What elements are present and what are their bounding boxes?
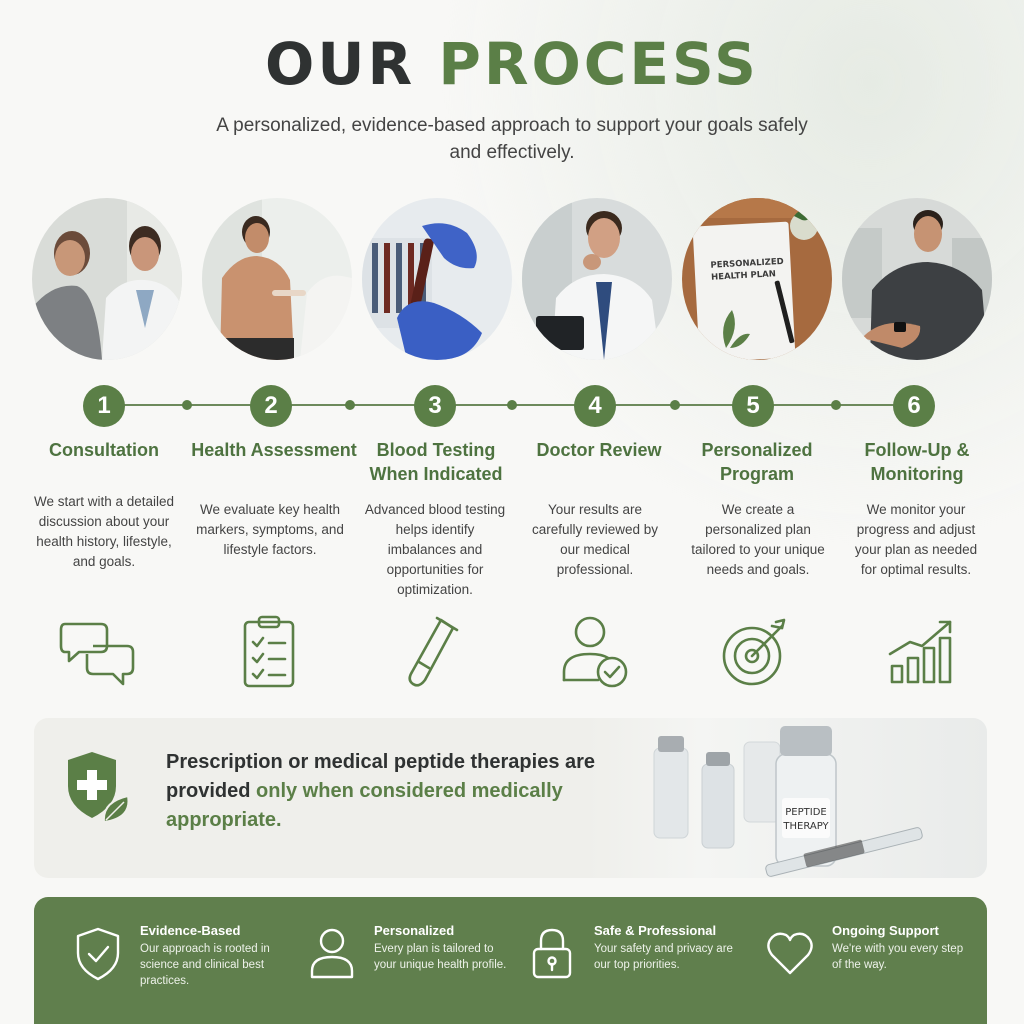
step-title-follow-up: Follow-Up & Monitoring (864, 440, 970, 484)
health-plan-photo: PERSONALIZED HEALTH PLAN (682, 198, 832, 360)
vial-label-line-2: THERAPY (782, 821, 829, 832)
svg-text:PERSONALIZED: PERSONALIZED (710, 257, 784, 271)
step-number-3: 3 (414, 385, 456, 427)
doctor-consultation-photo (32, 198, 182, 360)
feature-safe-professional: Safe & Professional Your safety and priv… (526, 919, 746, 999)
feature-description: Your safety and privacy are our top prio… (594, 943, 733, 971)
lock-icon (526, 925, 578, 981)
notice-text: Prescription or medical peptide therapie… (166, 748, 606, 835)
timeline-dot (831, 400, 841, 410)
feature-title: Evidence-Based (140, 923, 241, 938)
step-number-4: 4 (574, 385, 616, 427)
step-title-doctor-review: Doctor Review (536, 440, 662, 460)
step-title-blood-testing: Blood Testing When Indicated (369, 440, 503, 484)
step-number-5: 5 (732, 385, 774, 427)
vial-label-line-1: PEPTIDE (785, 807, 826, 818)
target-arrow-icon (718, 614, 798, 690)
title-part-2: PROCESS (438, 30, 759, 98)
chat-bubbles-icon (57, 614, 137, 690)
growth-chart-icon (880, 614, 960, 690)
person-icon (306, 925, 358, 981)
page-subtitle: A personalized, evidence-based approach … (216, 115, 808, 163)
feature-personalized: Personalized Every plan is tailored to y… (306, 919, 526, 999)
svg-text:HEALTH PLAN: HEALTH PLAN (711, 269, 776, 282)
step-description: We monitor your progress and adjust your… (854, 502, 978, 577)
notice-text-highlight: only when considered medically appropria… (166, 780, 563, 831)
feature-evidence-based: Evidence-Based Our approach is rooted in… (72, 919, 292, 999)
blood-testing-photo (362, 198, 512, 360)
clipboard-checklist-icon (229, 614, 309, 690)
step-title-consultation: Consultation (49, 440, 159, 460)
timeline-dot (670, 400, 680, 410)
feature-description: We're with you every step of the way. (832, 943, 964, 971)
health-assessment-photo (202, 198, 352, 360)
step-title-personalized-program: Personalized Program (701, 440, 813, 484)
step-description: We start with a detailed discussion abou… (33, 494, 175, 569)
medical-notice-banner: Prescription or medical peptide therapie… (34, 718, 987, 878)
page-title: OUR PROCESS (0, 30, 1024, 98)
peptide-vials-photo: PEPTIDE THERAPY (614, 718, 987, 878)
doctor-review-photo (522, 198, 672, 360)
step-number-2: 2 (250, 385, 292, 427)
timeline-dot (182, 400, 192, 410)
feature-title: Ongoing Support (832, 923, 939, 938)
feature-description: Our approach is rooted in science and cl… (140, 943, 270, 987)
step-description: We create a personalized plan tailored t… (691, 502, 825, 577)
step-description: We evaluate key health markers, symptoms… (196, 502, 344, 557)
heart-icon (764, 925, 816, 981)
step-number-6: 6 (893, 385, 935, 427)
follow-up-photo (842, 198, 992, 360)
features-panel: Evidence-Based Our approach is rooted in… (34, 897, 987, 1024)
user-check-icon (556, 614, 636, 690)
step-description: Your results are carefully reviewed by o… (531, 502, 659, 577)
title-part-1: OUR (265, 30, 416, 98)
feature-description: Every plan is tailored to your unique he… (374, 943, 507, 971)
step-title-health-assessment: Health Assessment (191, 440, 357, 460)
feature-title: Safe & Professional (594, 923, 717, 938)
timeline-dot (345, 400, 355, 410)
timeline-dot (507, 400, 517, 410)
step-number-1: 1 (83, 385, 125, 427)
step-description: Advanced blood testing helps identify im… (364, 502, 506, 597)
feature-title: Personalized (374, 923, 455, 938)
test-tube-icon (395, 614, 475, 690)
shield-check-icon (72, 925, 124, 981)
notice-text-main: Prescription or medical peptide therapie… (166, 751, 596, 802)
medical-shield-icon (62, 748, 136, 828)
feature-ongoing-support: Ongoing Support We're with you every ste… (764, 919, 984, 999)
